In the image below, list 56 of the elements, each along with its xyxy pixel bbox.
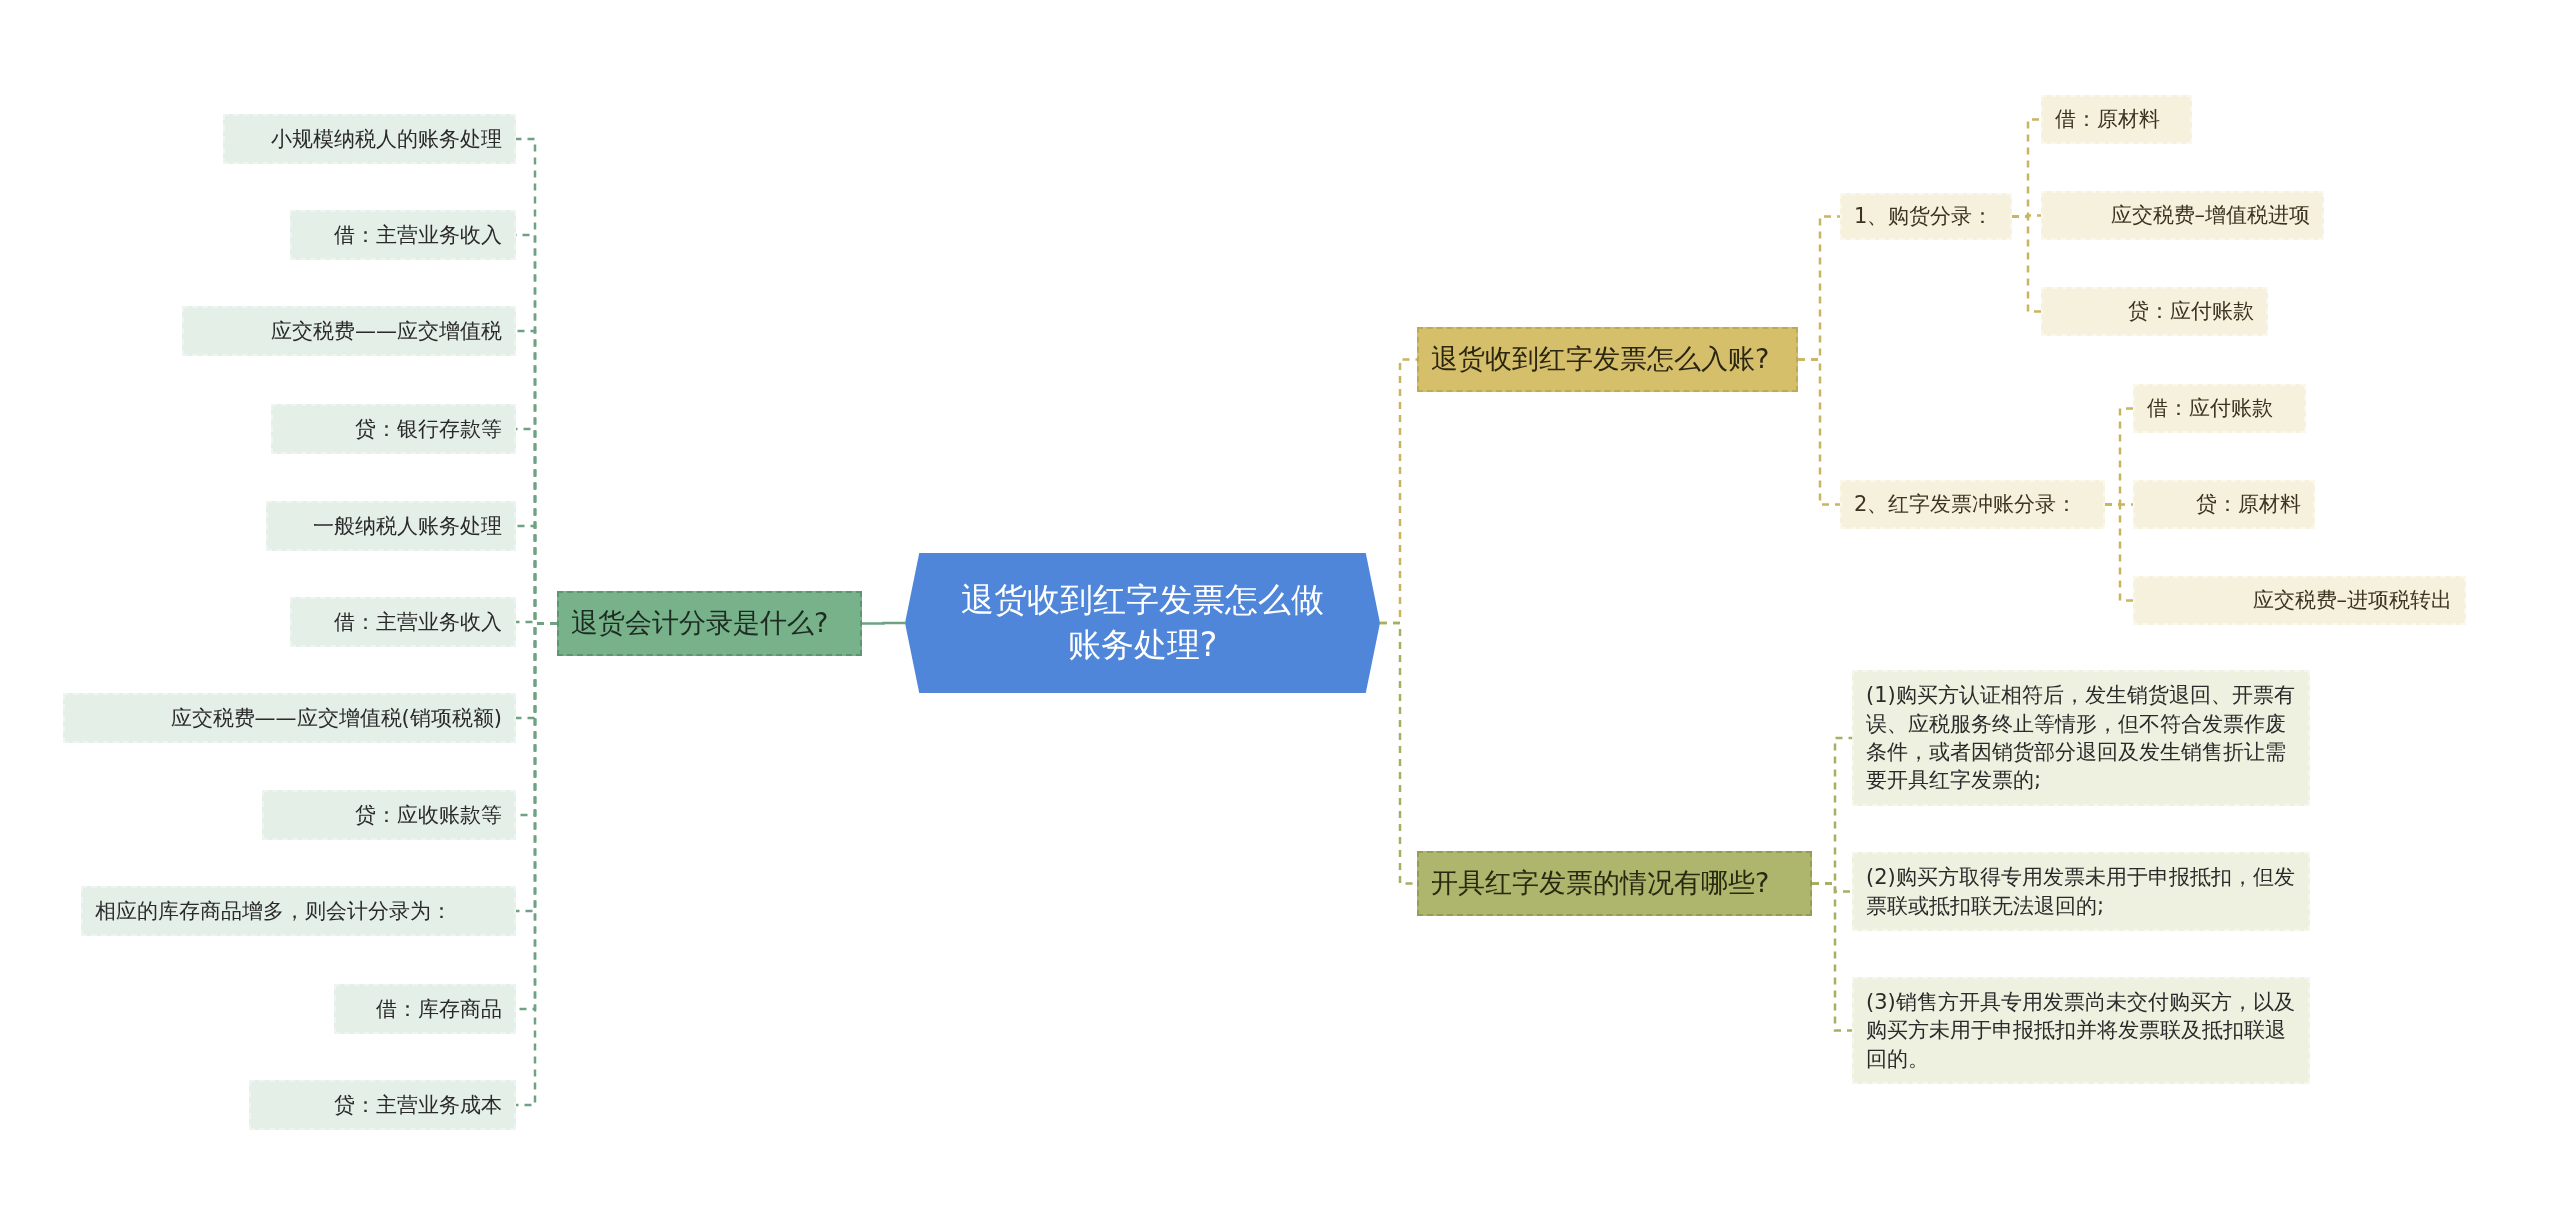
leaf-topic [290, 597, 516, 647]
topic-text: 应交税费——应交增值税(销项税额) [170, 704, 502, 732]
topic-text: 借：库存商品 [376, 995, 502, 1023]
topic-text: (3)销售方开具专用发票尚未交付购买方，以及购买方未用于申报抵扣并将发票联及抵扣联退回的。 [1866, 989, 2296, 1073]
topic-text: 小规模纳税人的账务处理 [271, 125, 502, 153]
leaf-topic [2041, 191, 2324, 240]
topic-text: 借：主营业务收入 [334, 221, 502, 249]
leaf-topic [271, 404, 516, 454]
topic-text: 贷：银行存款等 [355, 415, 502, 443]
connector-line [862, 621, 905, 625]
leaf-topic [2133, 480, 2315, 529]
branch-topic [1417, 327, 1798, 392]
leaf-topic [334, 984, 516, 1034]
leaf-topic [223, 114, 516, 164]
topic-text: 退货收到红字发票怎么入账? [1431, 342, 1770, 377]
leaf-topic [2133, 576, 2466, 625]
topic-text: 借：原材料 [2055, 106, 2160, 134]
branch-topic [1417, 851, 1812, 916]
topic-text: 相应的库存商品增多，则会计分录为： [95, 897, 452, 925]
topic-text: 应交税费——应交增值税 [271, 317, 502, 345]
leaf-topic [2041, 95, 2192, 144]
topic-text: (1)购买方认证相符后，发生销货退回、开票有误、应税服务终止等情形，但不符合发票作废条件，或者因销货部分退回及发生销售折让需要开具红字发票的; [1866, 682, 2296, 795]
leaf-topic [1840, 480, 2105, 529]
connector-line [1812, 882, 1852, 1032]
topic-text: 2、红字发票冲账分录： [1854, 491, 2078, 519]
leaf-topic [290, 210, 516, 260]
leaf-topic [1852, 977, 2310, 1084]
leaf-topic [182, 306, 516, 356]
topic-text: 贷：主营业务成本 [334, 1091, 502, 1119]
leaf-topic [81, 886, 516, 936]
topic-text: 应交税费–增值税进项 [2110, 202, 2310, 230]
leaf-topic [249, 1080, 516, 1130]
leaf-topic [266, 501, 516, 551]
leaf-topic [2041, 287, 2268, 336]
connector-line [2105, 503, 2133, 602]
leaf-topic [63, 693, 516, 743]
topic-text: 借：应付账款 [2147, 395, 2273, 423]
topic-text: (2)购买方取得专用发票未用于申报抵扣，但发票联或抵扣联无法退回的; [1866, 864, 2296, 920]
topic-text: 贷：应收账款等 [355, 801, 502, 829]
topic-text: 一般纳税人账务处理 [313, 512, 502, 540]
topic-text: 1、购货分录： [1854, 203, 1994, 231]
topic-text: 开具红字发票的情况有哪些? [1431, 866, 1770, 901]
topic-text: 借：主营业务收入 [334, 608, 502, 636]
connector-line [2012, 215, 2041, 313]
topic-text: 应交税费–进项税转出 [2252, 587, 2452, 615]
leaf-topic [1852, 852, 2310, 931]
leaf-topic [2133, 384, 2306, 433]
leaf-topic [262, 790, 516, 840]
connector-line [1798, 358, 1840, 506]
topic-text: 贷：应付账款 [2128, 298, 2254, 326]
branch-topic [557, 591, 862, 656]
topic-text: 退货会计分录是什么? [571, 606, 829, 641]
topic-text: 贷：原材料 [2196, 491, 2301, 519]
leaf-topic [1852, 670, 2310, 806]
leaf-topic [1840, 193, 2012, 240]
topic-text: 退货收到红字发票怎么做账务处理? [960, 579, 1325, 666]
